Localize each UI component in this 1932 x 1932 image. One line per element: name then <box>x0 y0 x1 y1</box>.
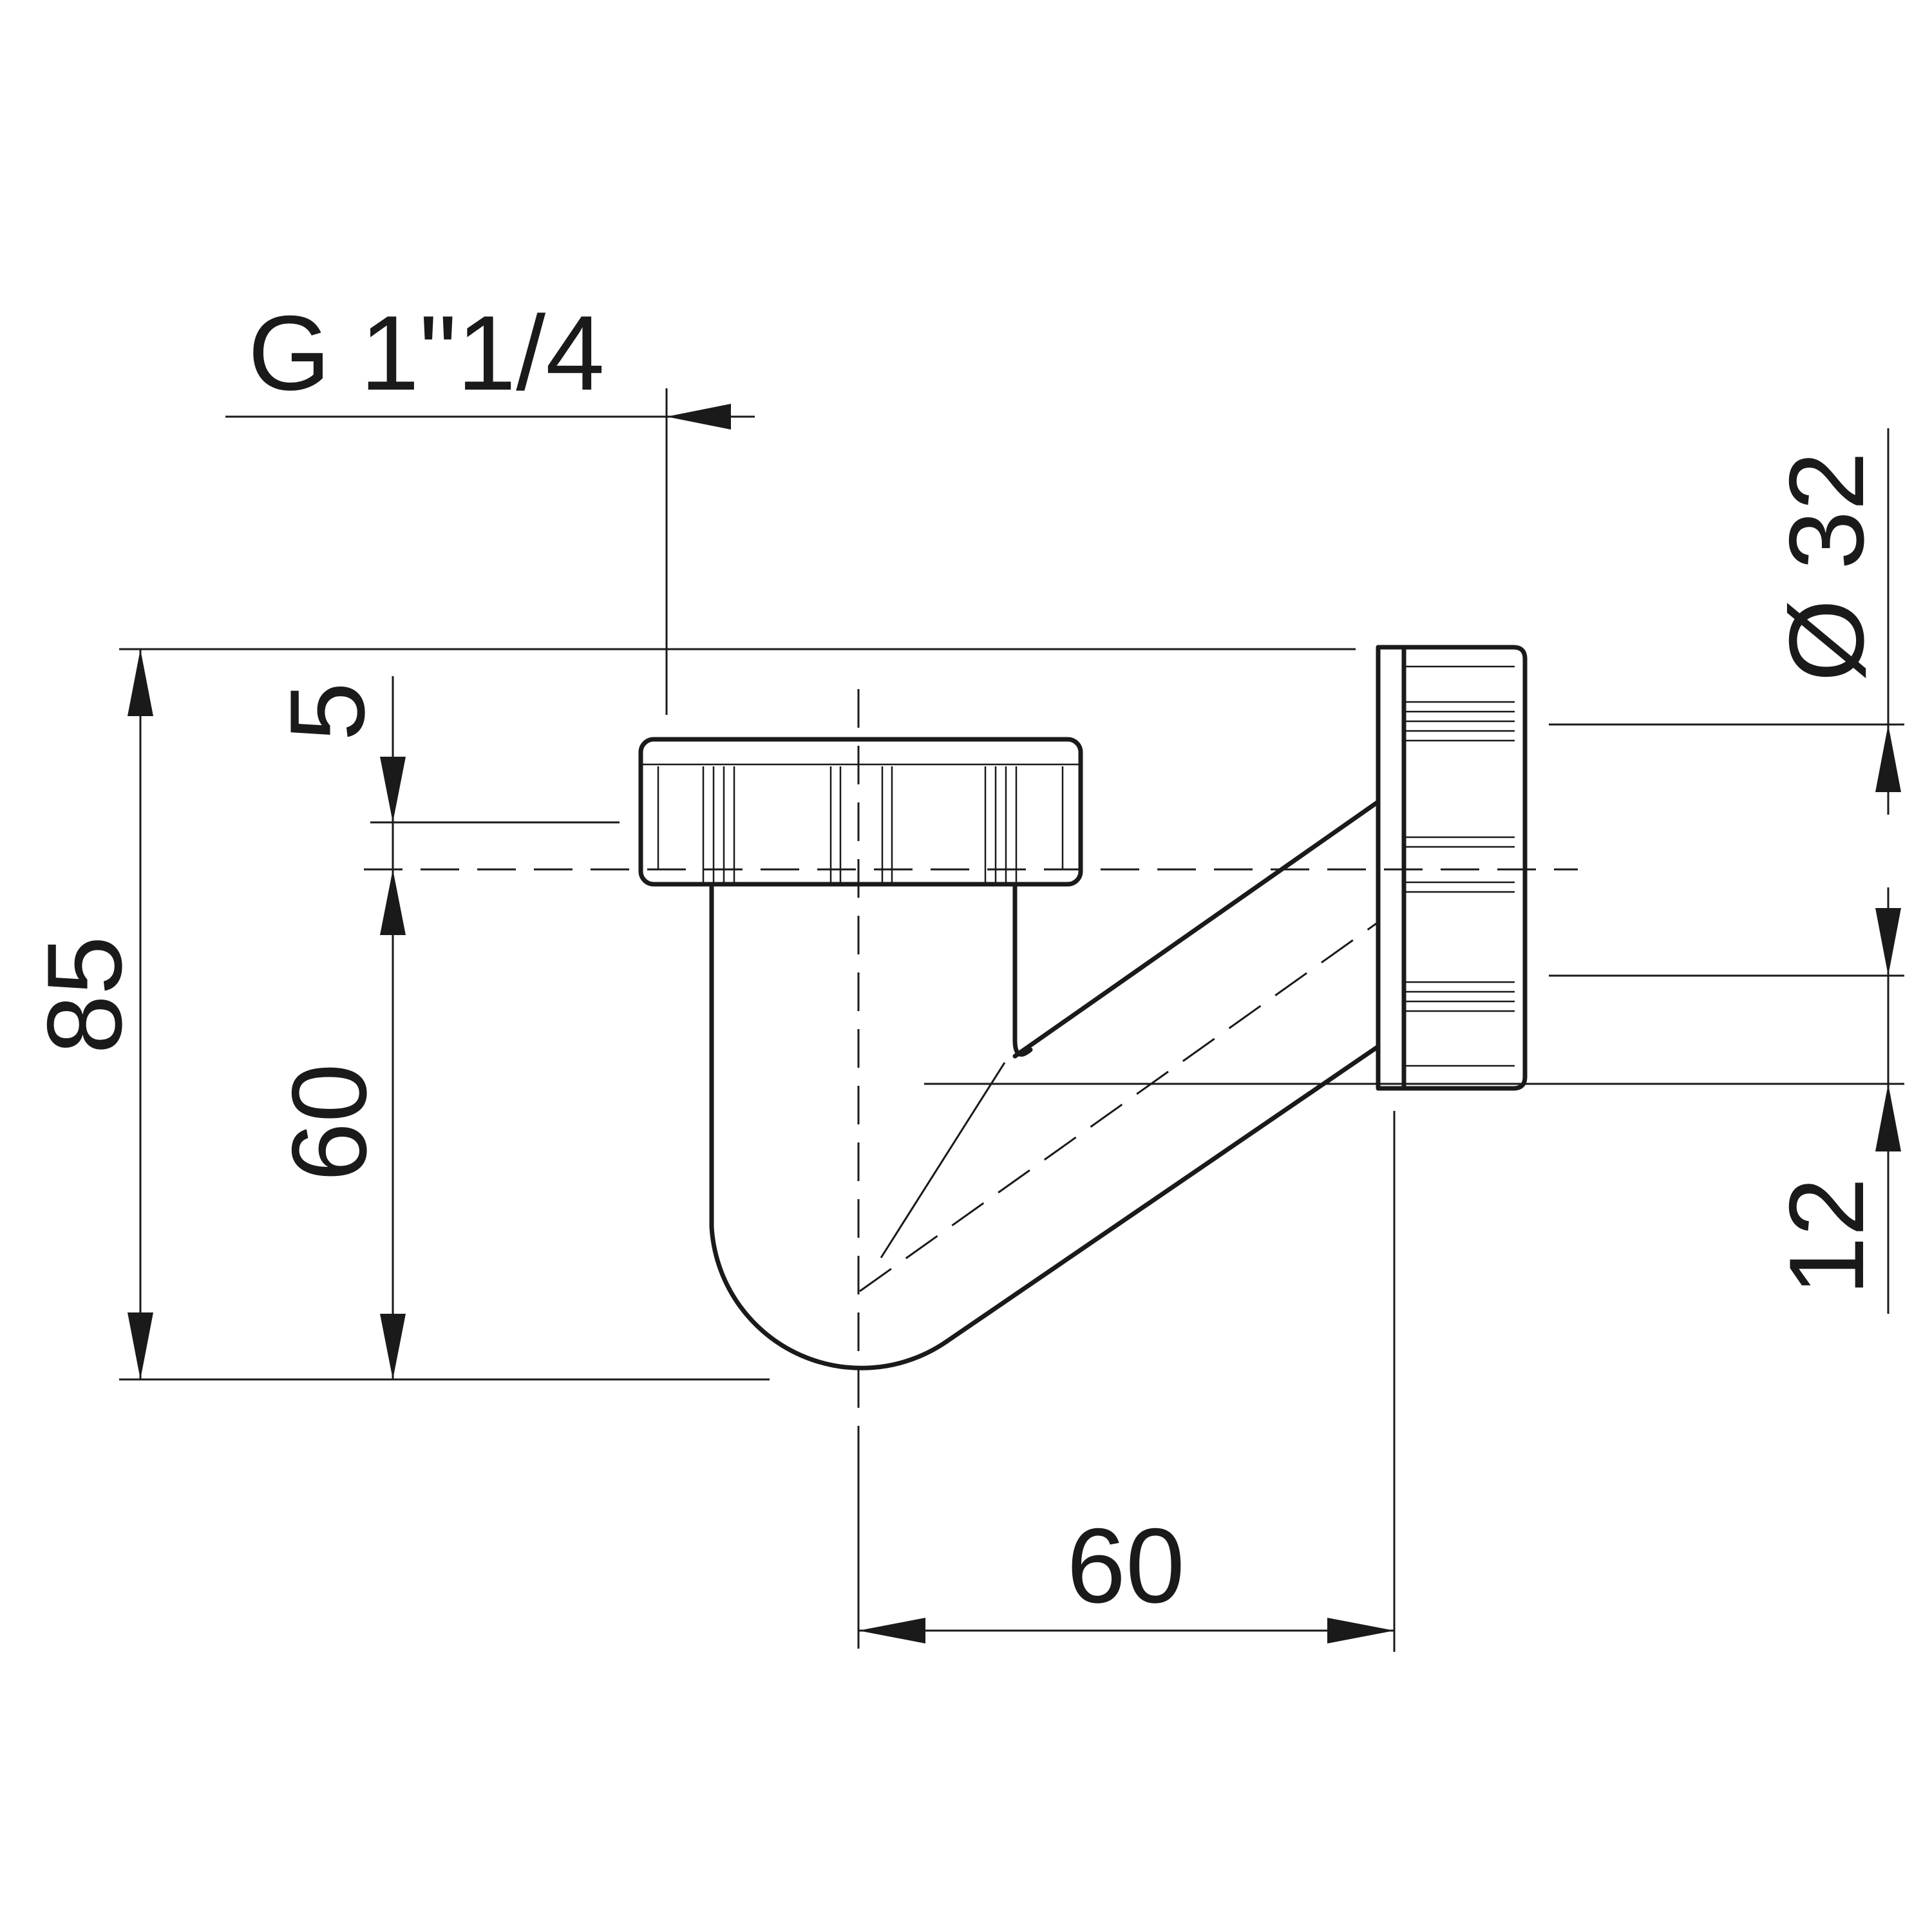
dim-label-60-horizontal: 60 <box>1066 1506 1185 1625</box>
inlet-nut <box>638 737 1083 887</box>
thread-label: G 1"1/4 <box>248 294 605 412</box>
inlet-pipe <box>709 883 1033 1370</box>
dimension-thread <box>667 404 755 430</box>
dimension-12 <box>1875 887 1901 1314</box>
dim-label-12: 12 <box>1767 1177 1886 1296</box>
outlet-pipe <box>859 799 1381 1344</box>
dim-label-85: 85 <box>25 936 144 1054</box>
dimension-60-vertical <box>380 822 406 1379</box>
dimension-60-horizontal <box>858 1618 1394 1643</box>
dimension-diameter-32 <box>1875 428 1901 815</box>
dimension-5 <box>380 676 406 822</box>
dimension-85 <box>128 649 153 1379</box>
dim-label-5: 5 <box>268 682 386 741</box>
dim-label-diameter-32: Ø 32 <box>1767 451 1886 682</box>
outlet-nut <box>1376 645 1528 1091</box>
dim-label-60-vertical: 60 <box>270 1063 388 1182</box>
